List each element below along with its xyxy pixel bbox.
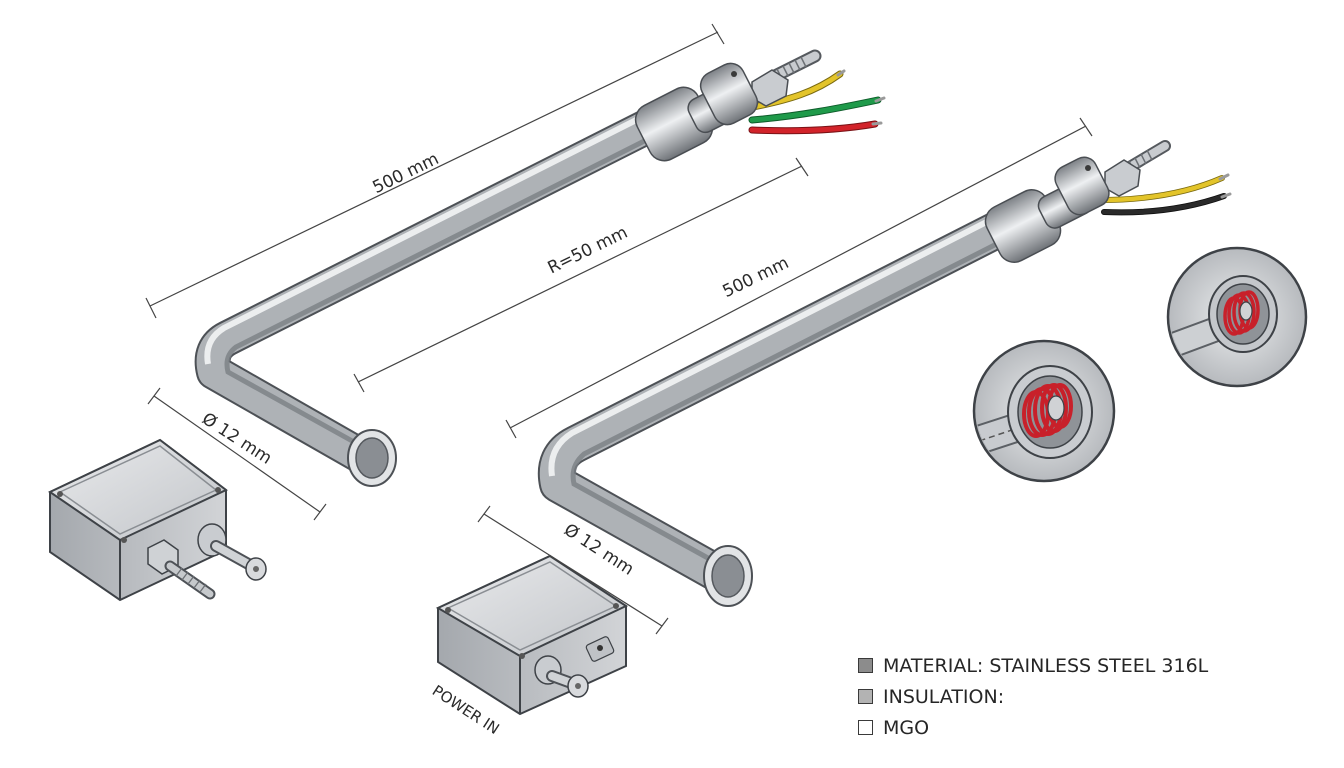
heater-1-tube bbox=[194, 99, 677, 487]
legend-item-mgo: MGO bbox=[858, 712, 1208, 743]
heater-2-fittings bbox=[984, 156, 1110, 263]
legend: MATERIAL: STAINLESS STEEL 316L INSULATIO… bbox=[858, 650, 1208, 743]
heater-1-threaded-stud bbox=[751, 49, 822, 107]
legend-item-material: MATERIAL: STAINLESS STEEL 316L bbox=[858, 650, 1208, 681]
legend-label: INSULATION: bbox=[883, 685, 1005, 708]
junction-box-2-gland bbox=[534, 655, 589, 698]
heater-2-length-label: 500 mm bbox=[720, 253, 793, 302]
junction-box-1-gland-right bbox=[197, 523, 267, 581]
heater-1-wires bbox=[744, 69, 886, 135]
heater-2 bbox=[537, 140, 1232, 607]
heater-2-tube bbox=[537, 201, 1029, 607]
legend-label: MATERIAL: STAINLESS STEEL 316L bbox=[883, 654, 1209, 677]
cross-section-detail-1 bbox=[972, 339, 1116, 483]
legend-swatch bbox=[858, 689, 873, 704]
junction-box-2 bbox=[435, 554, 629, 716]
junction-box-1-gland-left bbox=[147, 539, 216, 600]
heater-2-wires bbox=[1097, 173, 1232, 216]
heater-1-fittings bbox=[634, 62, 759, 162]
legend-swatch bbox=[858, 658, 873, 673]
legend-swatch bbox=[858, 720, 873, 735]
heater-2-threaded-stud bbox=[1104, 140, 1171, 197]
cross-section-detail-2 bbox=[1166, 246, 1308, 388]
dimension-lines bbox=[145, 23, 1093, 635]
junction-box-1 bbox=[47, 438, 267, 602]
legend-item-insulation: INSULATION: bbox=[858, 681, 1208, 712]
heating-coil-detail-2 bbox=[1223, 290, 1260, 336]
heater-1 bbox=[194, 49, 886, 487]
legend-label: MGO bbox=[883, 716, 930, 739]
heater-1-length-label: 500 mm bbox=[370, 149, 443, 198]
